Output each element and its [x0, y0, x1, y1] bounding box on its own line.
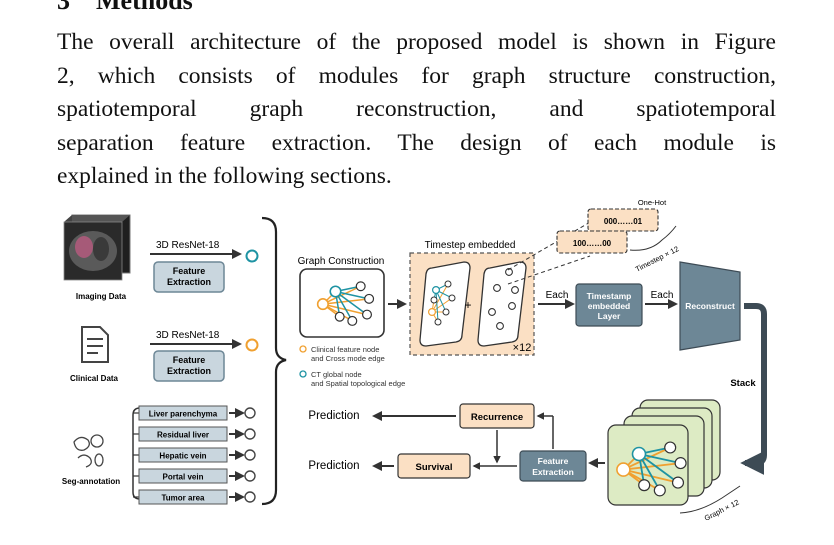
paragraph-line: 2, which consists of modules for graph s… — [57, 62, 776, 89]
prediction-label-2: Prediction — [308, 460, 359, 472]
stack-arrow — [740, 303, 767, 475]
clinical-node-icon — [245, 338, 259, 352]
graph-plane-right — [477, 261, 527, 347]
ct-node-icon — [245, 249, 259, 263]
stack-label: Stack — [730, 378, 756, 389]
feature-extraction-box-1 — [153, 261, 225, 293]
timestep-x12-label: Timestep × 12 — [634, 244, 680, 274]
one-hot-label: One-Hot — [638, 198, 667, 207]
graph-x12-label: Graph × 12 — [703, 498, 741, 523]
merge-brace — [261, 216, 287, 506]
fe1-line1: Feature — [173, 266, 206, 276]
fe3-line2: Extraction — [532, 467, 574, 477]
legend-orange-1: Clinical feature node — [311, 345, 379, 354]
times-12-label: ×12 — [513, 342, 532, 354]
timestep-title: Timestep embedded — [425, 240, 516, 251]
fe3-line1: Feature — [538, 456, 569, 466]
feature-extraction-box-3 — [519, 450, 587, 482]
teal-node-legend-icon — [299, 370, 307, 378]
fe2-line2: Extraction — [167, 366, 211, 376]
clinical-data-label: Clinical Data — [70, 374, 119, 383]
section-number: 3 — [57, 0, 70, 15]
seg-node-icon — [244, 449, 256, 461]
one-hot-value-1: 000……01 — [604, 217, 643, 226]
resnet-label-2: 3D ResNet-18 — [156, 330, 220, 341]
prediction-label-1: Prediction — [308, 410, 359, 422]
fe1-line2: Extraction — [167, 277, 211, 287]
one-hot-value-2: 100……00 — [573, 239, 612, 248]
seg-node-icon — [244, 470, 256, 482]
stacked-graphs — [607, 399, 721, 506]
seg-item-box — [138, 489, 228, 505]
one-hot-box-2 — [556, 230, 628, 254]
recurrence-box — [459, 403, 535, 429]
seg-node-icon — [244, 428, 256, 440]
graph-construction-title: Graph Construction — [298, 256, 385, 267]
organ-sketch-icon — [73, 434, 104, 468]
seg-item-box — [138, 447, 228, 463]
graph-illustration — [316, 281, 375, 326]
fe2-line1: Feature — [173, 355, 206, 365]
timestamp-layer-line3: Layer — [598, 311, 621, 321]
legend-teal-1: CT global node — [311, 370, 362, 379]
paragraph-line: separation feature extraction. The desig… — [57, 129, 776, 156]
plus-sign: + — [464, 298, 471, 312]
timestamp-layer-line1: Timestamp — [587, 291, 632, 301]
reconstruct-block — [679, 261, 741, 351]
legend-orange-2: and Cross mode edge — [311, 354, 385, 363]
legend-teal-2: and Spatial topological edge — [311, 379, 405, 388]
feature-extraction-box-2 — [153, 350, 225, 382]
seg-item-label: Liver parenchyma — [149, 410, 218, 419]
seg-item-box — [138, 468, 228, 484]
timestamp-layer-box — [575, 283, 643, 327]
orange-node-legend-icon — [299, 345, 307, 353]
reconstruct-label: Reconstruct — [685, 301, 735, 311]
section-title: Methods — [96, 0, 193, 15]
paragraph-line: The overall architecture of the proposed… — [57, 29, 776, 55]
body-paragraph: The overall architecture of the proposed… — [57, 26, 776, 194]
seg-item-box — [138, 426, 228, 442]
document-icon — [81, 326, 109, 363]
resnet-label-1: 3D ResNet-18 — [156, 240, 220, 251]
paragraph-line: explained in the following sections. — [57, 163, 392, 189]
seg-item-label: Residual liver — [157, 431, 209, 440]
imaging-data-label: Imaging Data — [76, 292, 127, 301]
survival-label: Survival — [416, 462, 453, 473]
timestamp-layer-line2: embedded — [588, 301, 631, 311]
section-heading: 3 Methods — [57, 0, 193, 16]
seg-item-box — [138, 405, 228, 421]
each-label-1: Each — [546, 290, 569, 301]
recurrence-label: Recurrence — [471, 412, 523, 423]
ct-volume-icon — [63, 214, 131, 281]
survival-box — [397, 453, 471, 479]
paragraph-line: spatiotemporal graph reconstruction, and… — [57, 96, 776, 122]
seg-bracket — [132, 407, 141, 500]
each-label-2: Each — [651, 290, 674, 301]
seg-item-label: Hepatic vein — [159, 452, 206, 461]
seg-node-icon — [244, 407, 256, 419]
seg-item-label: Portal vein — [163, 473, 204, 482]
seg-item-label: Tumor area — [162, 494, 206, 503]
graph-plane-left — [419, 261, 471, 347]
seg-annotation-label: Seg-annotation — [62, 477, 120, 486]
seg-node-icon — [244, 491, 256, 503]
